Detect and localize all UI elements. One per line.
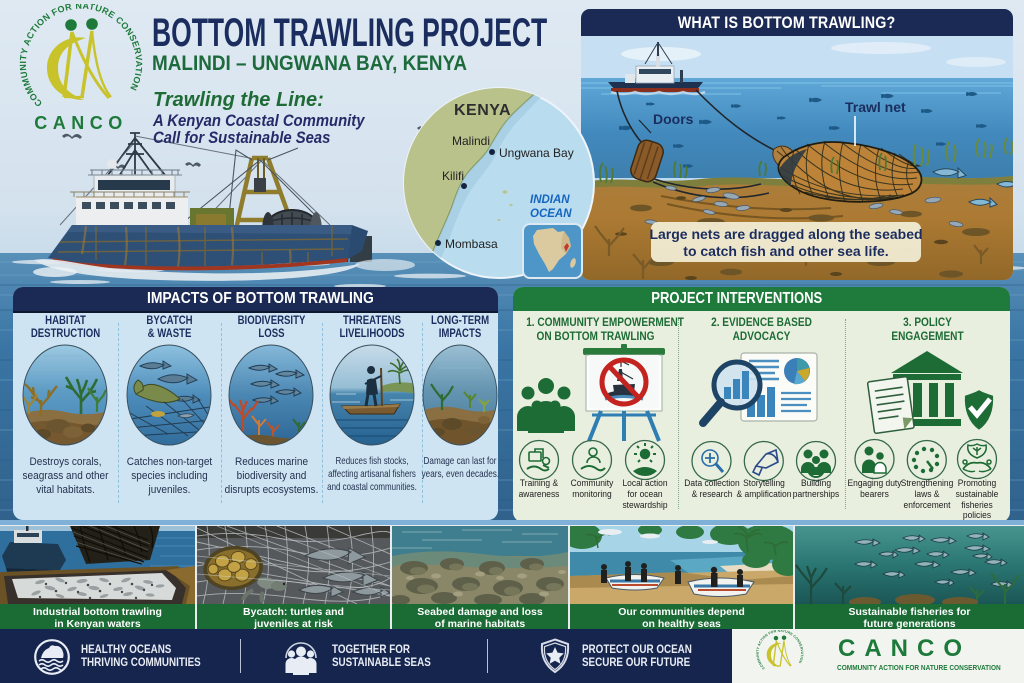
svg-text:OCEAN: OCEAN [530,208,572,220]
svg-text:Large nets are dragged along t: Large nets are dragged along the seabed [649,226,922,242]
svg-text:KENYA: KENYA [454,102,511,119]
svg-text:Ungwana Bay: Ungwana Bay [499,146,574,160]
svg-text:Kilifi: Kilifi [442,169,464,183]
svg-text:Trawl net: Trawl net [845,99,906,115]
svg-text:Doors: Doors [653,111,694,127]
svg-text:CANCO: CANCO [34,113,128,133]
svg-text:INDIAN: INDIAN [530,194,570,206]
svg-text:Malindi: Malindi [452,134,490,148]
svg-text:to catch fish and other sea li: to catch fish and other sea life. [683,243,888,259]
svg-text:Mombasa: Mombasa [445,237,498,251]
